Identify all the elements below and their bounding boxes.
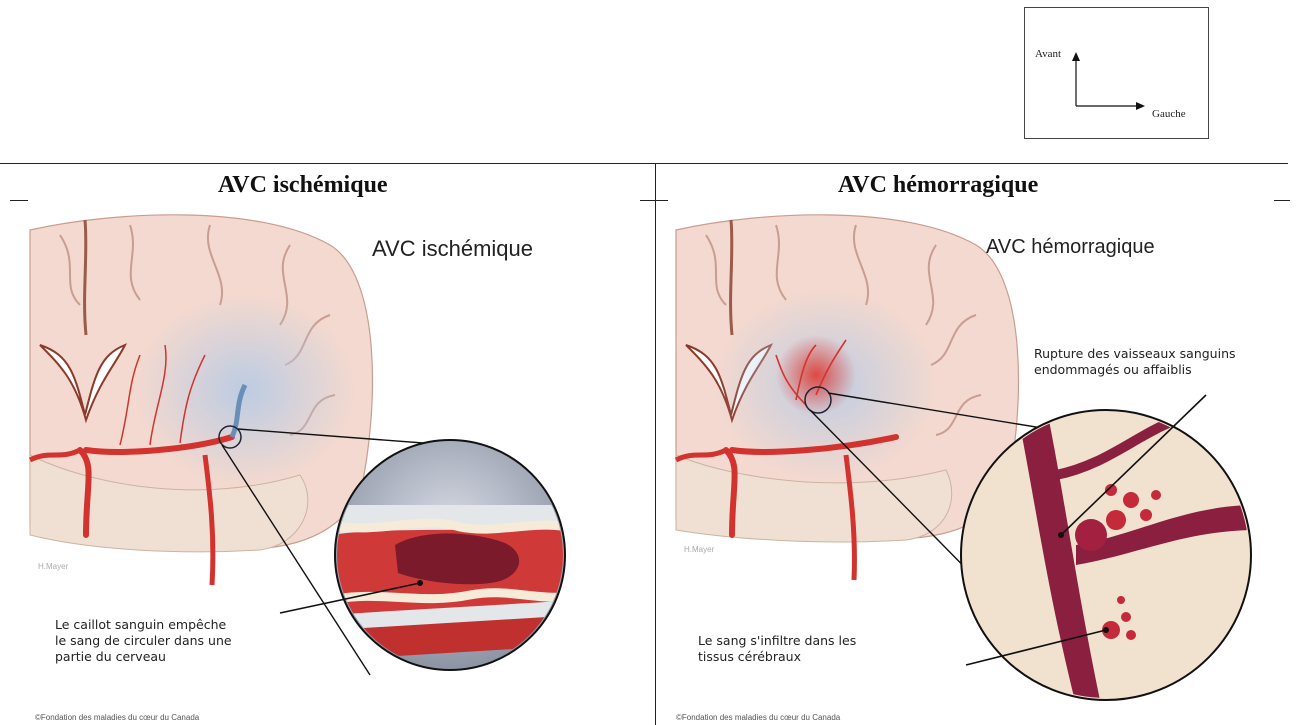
front-label: Avant <box>1035 48 1061 60</box>
callout-clot: Le caillot sanguin empêche le sang de ci… <box>55 617 232 665</box>
arrow-up-icon <box>1072 52 1080 61</box>
artist-signature: H.Mayer <box>684 545 714 554</box>
orientation-box: Avant Gauche <box>1024 7 1209 139</box>
hemorrhagic-illustration: AVC hémorragique Rupture des vaisseaux s… <box>656 205 1288 725</box>
dash-mark <box>1274 200 1290 201</box>
arrow-right-icon <box>1136 102 1145 110</box>
dash-mark <box>640 200 668 201</box>
artist-signature: H.Mayer <box>38 562 68 571</box>
ischemic-illustration: AVC ischémique H.Mayer Le caillot sangui… <box>0 205 655 725</box>
left-label: Gauche <box>1152 108 1186 120</box>
dash-mark <box>10 200 28 201</box>
image-title-hemorrhagic: AVC hémorragique <box>986 236 1155 259</box>
image-title-ischemic: AVC ischémique <box>372 236 533 262</box>
panel-title-ischemic: AVC ischémique <box>218 172 388 199</box>
copyright-credit: ©Fondation des maladies du cœur du Canad… <box>35 713 199 722</box>
copyright-credit: ©Fondation des maladies du cœur du Canad… <box>676 713 840 722</box>
top-divider <box>0 163 1288 164</box>
callout-infiltration: Le sang s'infiltre dans les tissus céréb… <box>698 633 856 665</box>
panel-title-hemorrhagic: AVC hémorragique <box>838 172 1038 199</box>
callout-rupture: Rupture des vaisseaux sanguins endommagé… <box>1034 346 1236 378</box>
